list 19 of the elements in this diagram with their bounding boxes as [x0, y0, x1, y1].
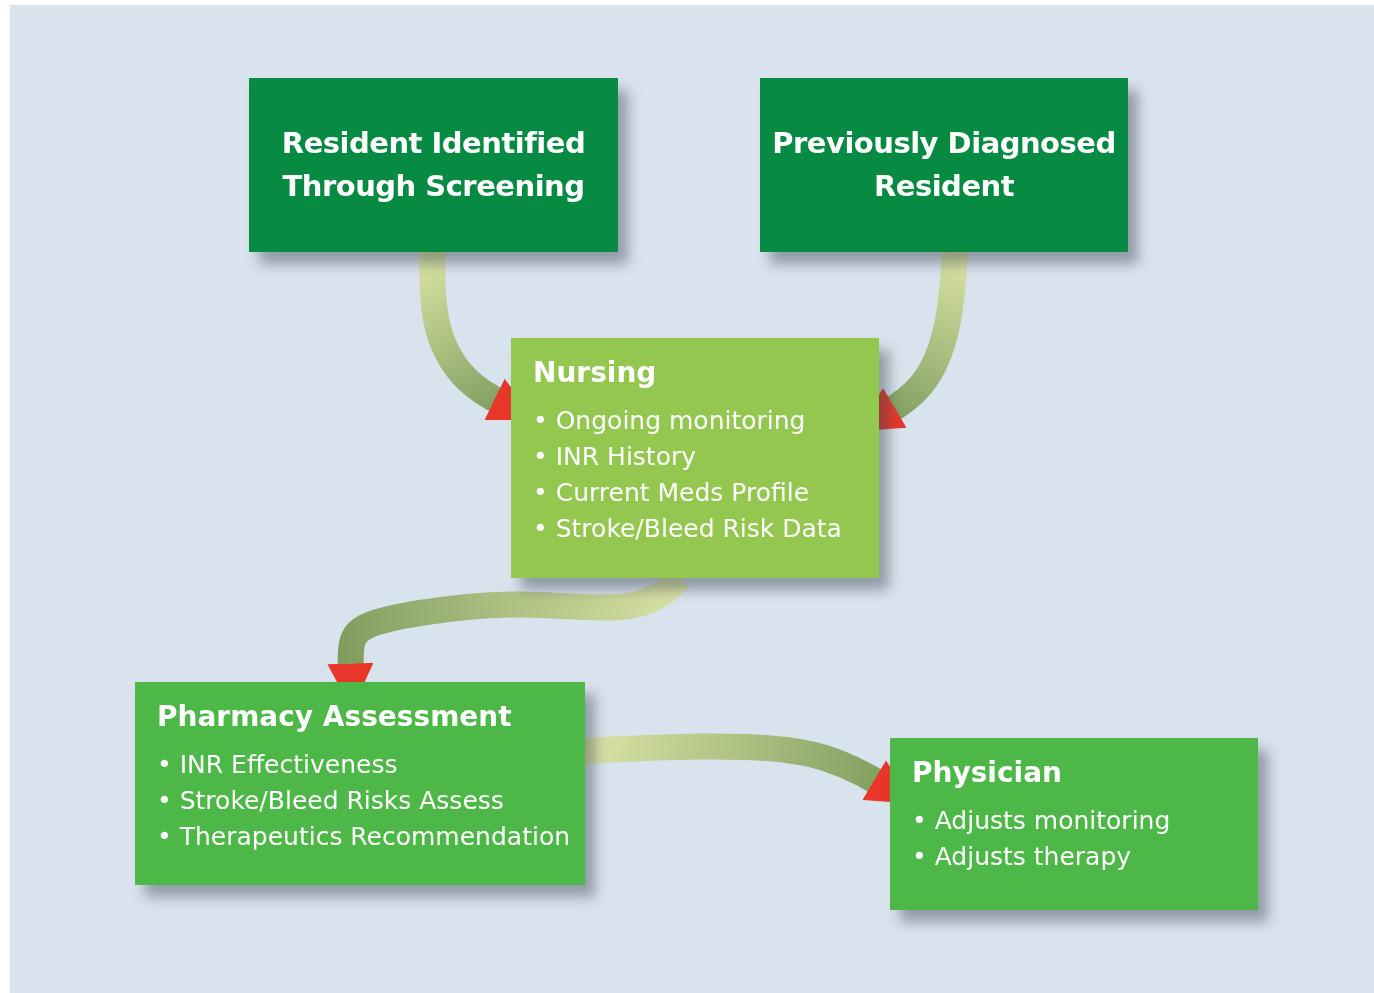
bullet-item: • Current Meds Profile	[533, 477, 811, 509]
bullet-item: • INR History	[533, 441, 698, 473]
bullet-item: • Therapeutics Recommendation	[157, 821, 572, 853]
bullet-item: • Ongoing monitoring	[533, 405, 807, 437]
process-box	[511, 338, 879, 578]
source-box	[760, 78, 1128, 252]
box-heading: Physician	[912, 756, 1063, 789]
box-title: Resident Identified Through Screening	[280, 124, 587, 205]
box-heading: Nursing	[533, 356, 658, 389]
bullet-item: • Stroke/Bleed Risks Assess	[157, 785, 505, 817]
bullet-item: • Adjusts therapy	[912, 841, 1133, 873]
box-heading: Pharmacy Assessment	[157, 700, 513, 733]
source-box	[249, 78, 618, 252]
bullet-item: • INR Effectiveness	[157, 749, 399, 781]
process-box	[135, 682, 585, 885]
bullet-item: • Stroke/Bleed Risk Data	[533, 513, 843, 545]
bullet-item: • Adjusts monitoring	[912, 805, 1172, 837]
box-title: Previously Diagnosed Resident	[771, 124, 1117, 205]
process-box	[890, 738, 1258, 910]
